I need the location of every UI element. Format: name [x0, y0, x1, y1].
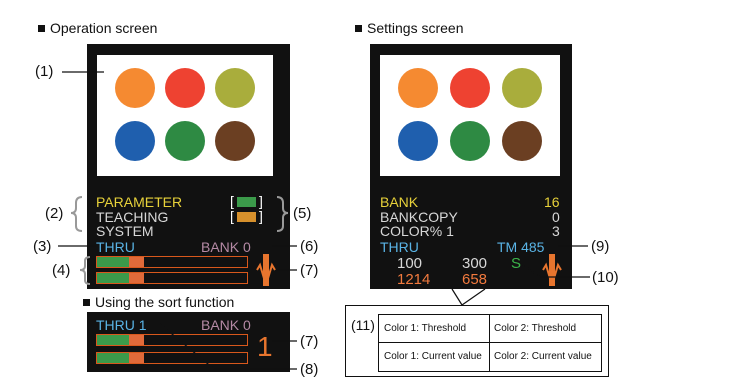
settings-color-swatch-panel [380, 55, 560, 176]
table-divider-horizontal [379, 342, 601, 343]
bank-label: BANK [380, 194, 419, 210]
callout-1: (1) [35, 63, 54, 80]
orange-indicator [237, 212, 256, 222]
color2-threshold: 300 [462, 255, 488, 272]
green-color-dot [165, 121, 205, 161]
square-bullet-icon [355, 25, 362, 32]
blue-color-dot [398, 121, 438, 161]
brown-color-dot [502, 121, 542, 161]
color1-threshold-label: Color 1: Threshold [384, 323, 467, 334]
bracket-right: ] [259, 208, 263, 224]
square-bullet-icon [83, 299, 90, 306]
sort-color1-bar-fill [97, 335, 129, 345]
sort-thru-status: THRU 1 [96, 317, 147, 333]
menu-parameter: PARAMETER [96, 194, 183, 210]
sort-heading-text: Using the sort function [95, 294, 235, 310]
olive-color-dot [502, 68, 542, 108]
red-color-dot [450, 68, 490, 108]
color2-current-label: Color 2: Current value [494, 351, 592, 362]
color2-current-value: 658 [462, 271, 488, 288]
bracket-right: ] [259, 193, 263, 209]
sort-color2-bar-fill [97, 353, 129, 363]
callout-3: (3) [33, 238, 52, 255]
green-indicator [237, 197, 256, 207]
bracket-left: [ [230, 208, 234, 224]
red-color-dot [165, 68, 205, 108]
color2-bar-marker [129, 273, 144, 283]
value-legend-table: Color 1: Threshold Color 2: Threshold Co… [378, 314, 602, 372]
color1-bar-fill [97, 257, 129, 267]
bankcopy-label: BANKCOPY [380, 209, 458, 225]
sort-function-heading: Using the sort function [83, 294, 234, 310]
callout-10: (10) [592, 269, 619, 286]
operation-screen-heading: Operation screen [38, 20, 157, 36]
color2-threshold-label: Color 2: Threshold [494, 323, 577, 334]
operation-heading-text: Operation screen [50, 20, 158, 36]
square-bullet-icon [38, 25, 45, 32]
bank-status: BANK 0 [201, 239, 251, 255]
callout-9: (9) [591, 238, 610, 255]
menu-teaching: TEACHING [96, 209, 169, 225]
menu-system: SYSTEM [96, 223, 154, 239]
color1-current-value: 1214 [397, 271, 431, 288]
callout-6: (6) [300, 238, 319, 255]
color1-threshold: 100 [397, 255, 423, 272]
brown-color-dot [215, 121, 255, 161]
bank-value: 16 [544, 194, 560, 210]
green-color-dot [450, 121, 490, 161]
settings-screen-heading: Settings screen [355, 20, 464, 36]
bankcopy-value: 0 [552, 209, 560, 225]
color-swatch-panel [97, 55, 273, 176]
sort-color1-bar-marker [129, 335, 144, 345]
thru-status: THRU [96, 239, 135, 255]
orange-color-dot [398, 68, 438, 108]
color1-current-label: Color 1: Current value [384, 351, 482, 362]
color2-bar [96, 272, 248, 284]
callout-7-sort: (7) [300, 333, 319, 350]
judgment-output-icon [542, 254, 562, 286]
tm-value: TM 485 [497, 239, 545, 255]
callout-5: (5) [293, 205, 312, 222]
blue-color-dot [115, 121, 155, 161]
settings-heading-text: Settings screen [367, 20, 464, 36]
callout-2: (2) [45, 205, 64, 222]
callout-8: (8) [300, 361, 319, 378]
callout-4: (4) [52, 262, 71, 279]
bracket-left: [ [230, 193, 234, 209]
s-indicator: S [511, 255, 522, 272]
color1-bar [96, 256, 248, 268]
olive-color-dot [215, 68, 255, 108]
settings-thru-status: THRU [380, 239, 419, 255]
sort-bank-status: BANK 0 [201, 317, 251, 333]
color-percent-value: 3 [552, 223, 560, 239]
table-divider-vertical [489, 315, 490, 371]
sort-color2-bar-marker [129, 353, 144, 363]
color1-bar-marker [129, 257, 144, 267]
sort-digit: 1 [257, 331, 273, 362]
orange-color-dot [115, 68, 155, 108]
judgment-output-icon [256, 254, 276, 286]
callout-11: (11) [351, 317, 375, 333]
color2-bar-fill [97, 273, 129, 283]
callout-7: (7) [300, 262, 319, 279]
color-percent-label: COLOR% 1 [380, 223, 454, 239]
